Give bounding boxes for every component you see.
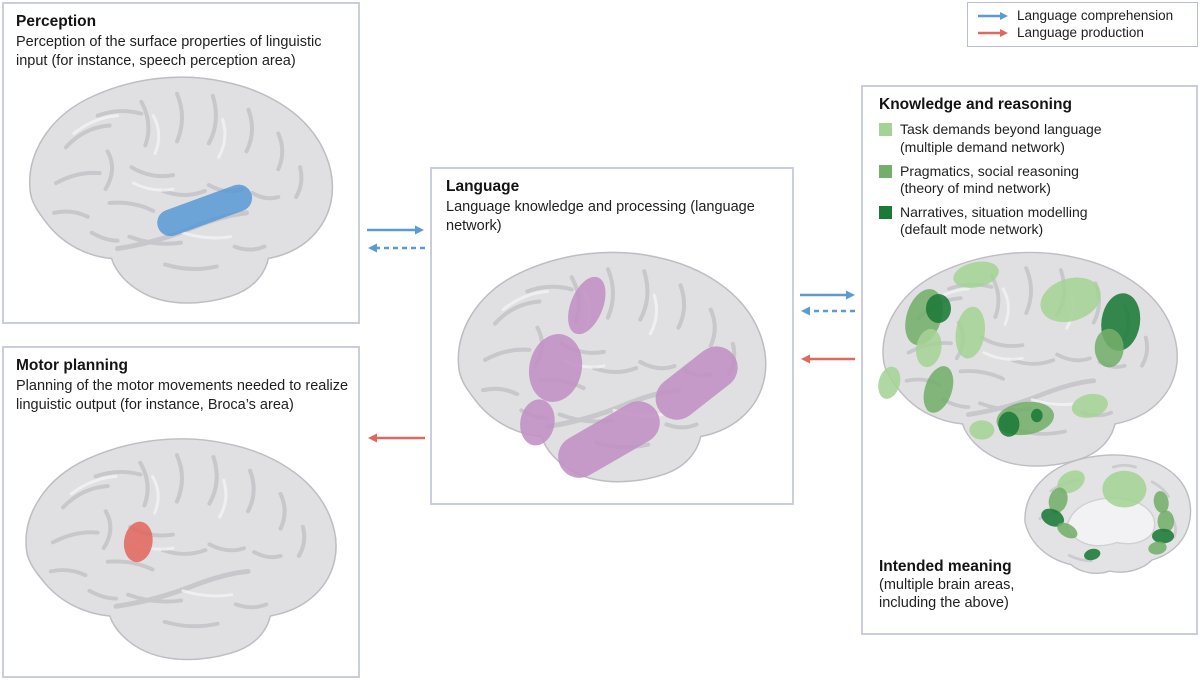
perception-language-arrows bbox=[367, 225, 425, 253]
legend-swatch-light-green bbox=[879, 123, 892, 137]
blue-arrow-icon bbox=[978, 11, 1008, 20]
intended-meaning-description: (multiple brain areas, including the abo… bbox=[879, 577, 1015, 612]
red-arrow-icon bbox=[978, 28, 1008, 37]
legend-item-sublabel: (default mode network) bbox=[900, 221, 1044, 238]
motor-brain-image bbox=[10, 426, 356, 678]
intended-meaning-title: Intended meaning bbox=[879, 558, 1012, 575]
perception-title: Perception bbox=[16, 13, 97, 30]
arrow-legend: Language comprehension Language producti… bbox=[967, 2, 1198, 47]
knowledge-legend-item-narratives: Narratives, situation modelling (default… bbox=[879, 204, 1187, 238]
language-knowledge-arrows bbox=[800, 290, 855, 364]
knowledge-medial-brain-image bbox=[1023, 453, 1192, 575]
language-network-regions bbox=[520, 276, 738, 478]
knowledge-legend-item-pragmatics: Pragmatics, social reasoning (theory of … bbox=[879, 163, 1187, 197]
medial-network-regions bbox=[1041, 470, 1175, 561]
knowledge-box: Knowledge and reasoning Task demands bey… bbox=[861, 85, 1198, 635]
legend-item-label: Narratives, situation modelling bbox=[900, 204, 1088, 221]
legend-label-comprehension: Language comprehension bbox=[1017, 8, 1174, 23]
knowledge-brain-image bbox=[878, 240, 1196, 484]
knowledge-title: Knowledge and reasoning bbox=[879, 96, 1072, 113]
perception-description: Perception of the surface properties of … bbox=[16, 34, 322, 69]
legend-row-comprehension: Language comprehension bbox=[976, 7, 1189, 24]
legend-swatch-mid-green bbox=[879, 164, 892, 178]
motor-planning-box: Motor planning Planning of the motor mov… bbox=[2, 346, 360, 678]
legend-item-sublabel: (theory of mind network) bbox=[900, 180, 1051, 197]
legend-row-production: Language production bbox=[976, 24, 1189, 41]
legend-item-label: Pragmatics, social reasoning bbox=[900, 162, 1079, 179]
motor-title: Motor planning bbox=[16, 357, 128, 374]
perception-brain-image bbox=[10, 64, 356, 322]
language-box: Language Language knowledge and processi… bbox=[430, 167, 794, 505]
legend-item-sublabel: (multiple demand network) bbox=[900, 138, 1065, 155]
legend-item-label: Task demands beyond language bbox=[900, 121, 1102, 138]
knowledge-legend-item-task-demands: Task demands beyond language (multiple d… bbox=[879, 121, 1187, 155]
language-title: Language bbox=[446, 178, 520, 195]
motor-description: Planning of the motor movements needed t… bbox=[16, 378, 349, 413]
broca-region bbox=[123, 521, 153, 563]
legend-label-production: Language production bbox=[1017, 25, 1144, 40]
perception-box: Perception Perception of the surface pro… bbox=[2, 2, 360, 324]
knowledge-network-regions bbox=[878, 261, 1141, 440]
language-motor-arrow bbox=[368, 433, 425, 443]
speech-perception-region bbox=[157, 184, 253, 237]
legend-swatch-dark-green bbox=[879, 206, 892, 220]
language-description: Language knowledge and processing (langu… bbox=[446, 199, 755, 234]
language-brain-image bbox=[438, 239, 790, 501]
